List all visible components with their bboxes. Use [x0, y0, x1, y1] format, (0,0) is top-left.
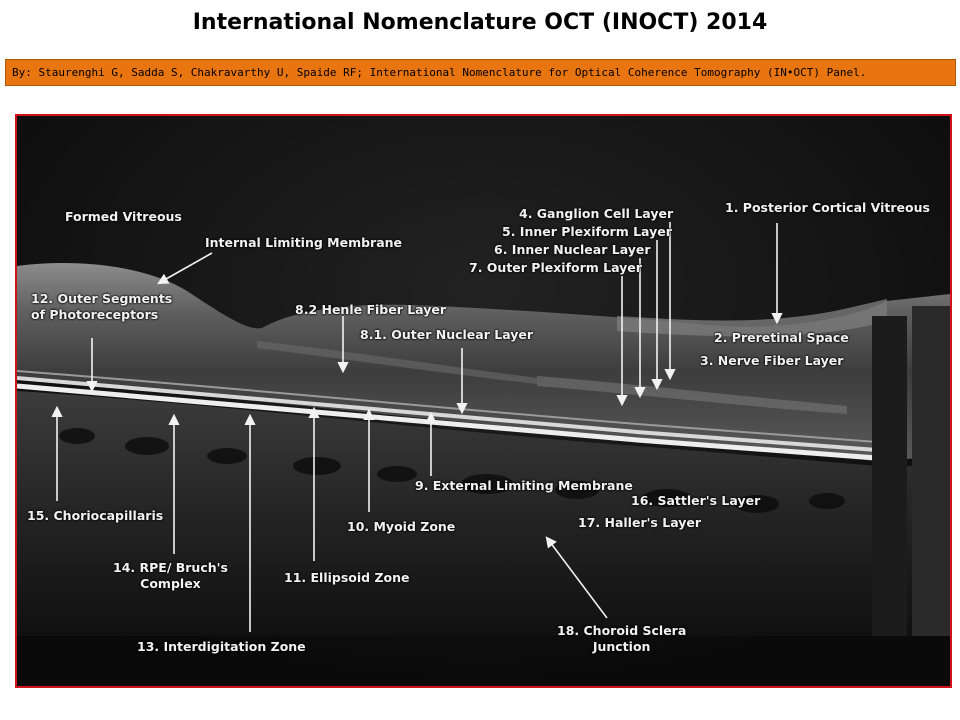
label-outer-nuclear-layer: 8.1. Outer Nuclear Layer — [360, 327, 534, 342]
arrow-csj — [545, 536, 608, 619]
oct-scan-image — [17, 116, 950, 686]
label-outer-segments: 12. Outer Segments of Photoreceptors — [31, 291, 173, 322]
annotation-arrows — [51, 222, 783, 632]
label-nerve-fiber-layer: 3. Nerve Fiber Layer — [700, 353, 844, 368]
label-hallers-layer: 17. Haller's Layer — [578, 515, 702, 530]
label-inner-plexiform-layer: 5. Inner Plexiform Layer — [502, 224, 672, 239]
disc-shadow — [872, 316, 907, 636]
page-title: International Nomenclature OCT (INOCT) 2… — [192, 10, 768, 35]
label-choriocapillaris: 15. Choriocapillaris — [27, 508, 164, 523]
label-rpe-bruchs-complex: 14. RPE/ Bruch's Complex — [113, 560, 228, 591]
label-interdigitation-zone: 13. Interdigitation Zone — [137, 639, 306, 654]
retina-region — [17, 263, 950, 461]
label-choroid-sclera-junction: 18. Choroid Sclera Junction — [557, 623, 687, 654]
ellipsoid-band — [17, 376, 878, 452]
elm-band — [17, 370, 878, 443]
disc-shadow-2 — [912, 306, 950, 636]
label-henle-fiber-layer: 8.2 Henle Fiber Layer — [295, 302, 447, 317]
arrow-ilm — [157, 252, 213, 285]
label-external-limiting-membrane: 9. External Limiting Membrane — [415, 478, 633, 493]
plexiform-band — [537, 376, 847, 414]
author-byline: By: Staurenghi G, Sadda S, Chakravarthy … — [5, 59, 956, 86]
label-preretinal-space: 2. Preretinal Space — [714, 330, 849, 345]
label-myoid-zone: 10. Myoid Zone — [347, 519, 456, 534]
choroid-vessels — [59, 428, 845, 513]
label-ellipsoid-zone: 11. Ellipsoid Zone — [284, 570, 410, 585]
oct-scan-figure: Formed Vitreous Internal Limiting Membra… — [15, 114, 952, 688]
label-internal-limiting-membrane: Internal Limiting Membrane — [205, 235, 403, 250]
label-sattlers-layer: 16. Sattler's Layer — [631, 493, 761, 508]
rpe-band — [17, 383, 878, 461]
nerve-fiber-band — [617, 299, 887, 337]
henle-band — [257, 341, 537, 384]
label-outer-plexiform-layer: 7. Outer Plexiform Layer — [469, 260, 642, 275]
label-ganglion-cell-layer: 4. Ganglion Cell Layer — [519, 206, 674, 221]
label-formed-vitreous: Formed Vitreous — [65, 209, 182, 224]
label-posterior-cortical-vitreous: 1. Posterior Cortical Vitreous — [725, 200, 930, 215]
label-inner-nuclear-layer: 6. Inner Nuclear Layer — [494, 242, 651, 257]
